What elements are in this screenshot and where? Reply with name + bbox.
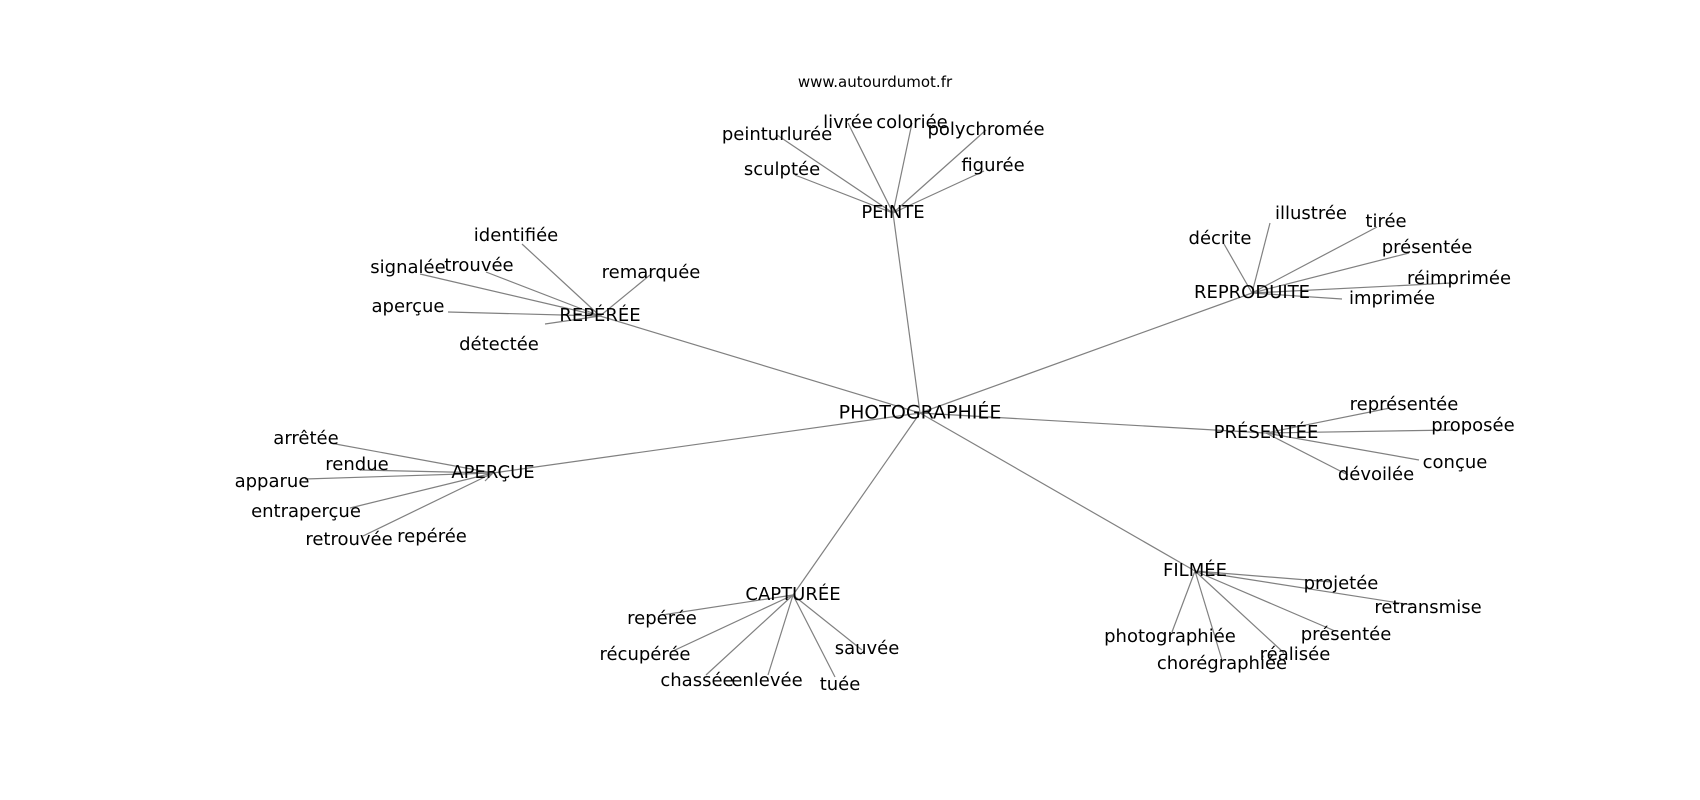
leaf-node-label: trouvée [444,255,513,276]
leaf-node-label: figurée [961,155,1024,176]
edge-leaf-3-3 [1265,432,1349,476]
edge-leaf-1-5 [544,315,601,325]
edge-leaf-2-4 [1251,282,1453,294]
leaf-node-label: coloriée [876,112,947,133]
edge-leaf-6-2 [1171,570,1196,633]
root-node-label: PHOTOGRAPHIÉE [839,401,1002,424]
leaf-node-label: projetée [1304,573,1379,594]
edge-root-5 [792,412,921,596]
edge-leaf-3-1 [1265,429,1455,434]
leaf-node-label: retrouvée [305,529,392,550]
leaf-node-label: remarquée [602,262,701,283]
edge-leaf-1-1 [419,273,601,317]
site-url: www.autourdumot.fr [797,73,953,91]
leaf-node-label: repérée [627,608,697,629]
edge-leaf-5-0 [661,594,794,616]
edge-leaf-0-0 [847,122,894,214]
leaf-node-label: peinturlurée [722,124,832,145]
leaf-node-label: conçue [1423,452,1488,473]
edge-leaf-6-3 [1194,570,1336,632]
hub-node-label: FILMÉE [1163,559,1227,581]
edge-leaf-2-3 [1251,252,1410,294]
edge-leaf-5-3 [767,594,794,676]
edge-root-0 [892,212,921,414]
hub-node-label: CAPTURÉE [745,583,840,605]
edge-leaf-0-5 [892,170,985,214]
leaf-node-label: dévoilée [1338,464,1414,485]
edge-leaf-0-3 [892,129,987,214]
leaf-node-label: tirée [1365,211,1406,232]
leaf-node-label: entraperçue [251,501,361,522]
leaf-node-label: sculptée [744,159,820,180]
leaf-node-label: représentée [1350,394,1459,415]
edge-leaf-5-2 [705,594,794,676]
edge-leaf-1-2 [485,271,601,317]
edge-leaf-5-5 [792,594,863,651]
edge-leaf-4-2 [304,472,494,480]
leaf-node-label: illustrée [1275,203,1347,224]
leaf-node-label: livrée [823,112,873,133]
leaf-node-label: photographiée [1104,626,1236,647]
edge-leaf-4-3 [349,472,494,509]
edge-leaf-5-1 [672,594,794,652]
leaf-node-label: chassée [660,670,733,691]
leaf-node-label: retransmise [1374,597,1481,618]
leaf-node-label: signalée [370,257,445,278]
edge-leaf-2-0 [1251,222,1271,294]
edge-leaf-4-0 [329,442,494,474]
edge-leaf-4-4 [362,472,494,537]
leaf-node-label: récupérée [599,644,690,665]
leaf-node-label: polychromée [927,119,1044,140]
edge-leaf-0-4 [794,174,894,214]
edge-leaf-2-2 [1251,226,1378,294]
leaf-node-label: réalisée [1260,644,1331,665]
edge-leaf-4-1 [359,469,494,474]
edge-leaf-2-1 [1223,243,1253,294]
edge-root-6 [919,412,1196,572]
edge-leaf-3-2 [1265,432,1420,461]
hub-node-label: APERÇUE [451,462,534,483]
leaf-node-label: rendue [325,454,388,475]
leaf-node-label: présentée [1301,624,1392,645]
edge-leaf-5-4 [792,594,836,678]
edge-leaf-1-4 [447,311,601,317]
leaf-node-label: identifiée [474,225,558,246]
leaf-node-label: imprimée [1349,288,1435,309]
leaf-node-label: décrite [1189,228,1252,249]
edge-leaf-3-0 [1265,407,1391,434]
edge-leaf-6-1 [1194,570,1413,606]
leaf-node-label: enlevée [731,670,802,691]
graph-edges [304,122,1455,678]
leaf-node-label: aperçue [372,296,445,317]
edge-root-4 [492,412,921,474]
hub-node-label: PEINTE [861,202,924,223]
hub-node-label: PRÉSENTÉE [1214,421,1319,443]
leaf-node-label: réimprimée [1407,268,1511,289]
edge-leaf-6-4 [1194,570,1285,654]
leaf-node-label: arrêtée [273,428,338,449]
hub-node-label: REPRODUITE [1194,282,1310,303]
leaf-node-label: repérée [397,526,467,547]
edge-leaf-2-5 [1251,292,1343,300]
edge-leaf-4-5 [484,472,494,482]
edge-root-1 [599,315,921,414]
leaf-node-label: apparue [235,471,310,492]
leaf-node-label: sauvée [835,638,900,659]
hub-node-label: REPÉRÉE [559,304,640,326]
leaf-node-label: tuée [820,674,861,695]
leaf-node-label: chorégraphiée [1157,653,1287,674]
edge-leaf-6-0 [1194,570,1333,583]
edge-leaf-1-0 [521,243,601,317]
edge-leaf-6-5 [1194,570,1223,661]
leaf-node-label: présentée [1382,237,1473,258]
edge-root-2 [919,292,1253,414]
edge-leaf-0-2 [776,134,894,214]
edge-root-3 [919,412,1267,434]
edge-leaf-0-1 [892,122,913,214]
leaf-node-label: détectée [459,334,539,355]
edge-leaf-1-3 [599,274,651,317]
leaf-node-label: proposée [1431,415,1514,436]
